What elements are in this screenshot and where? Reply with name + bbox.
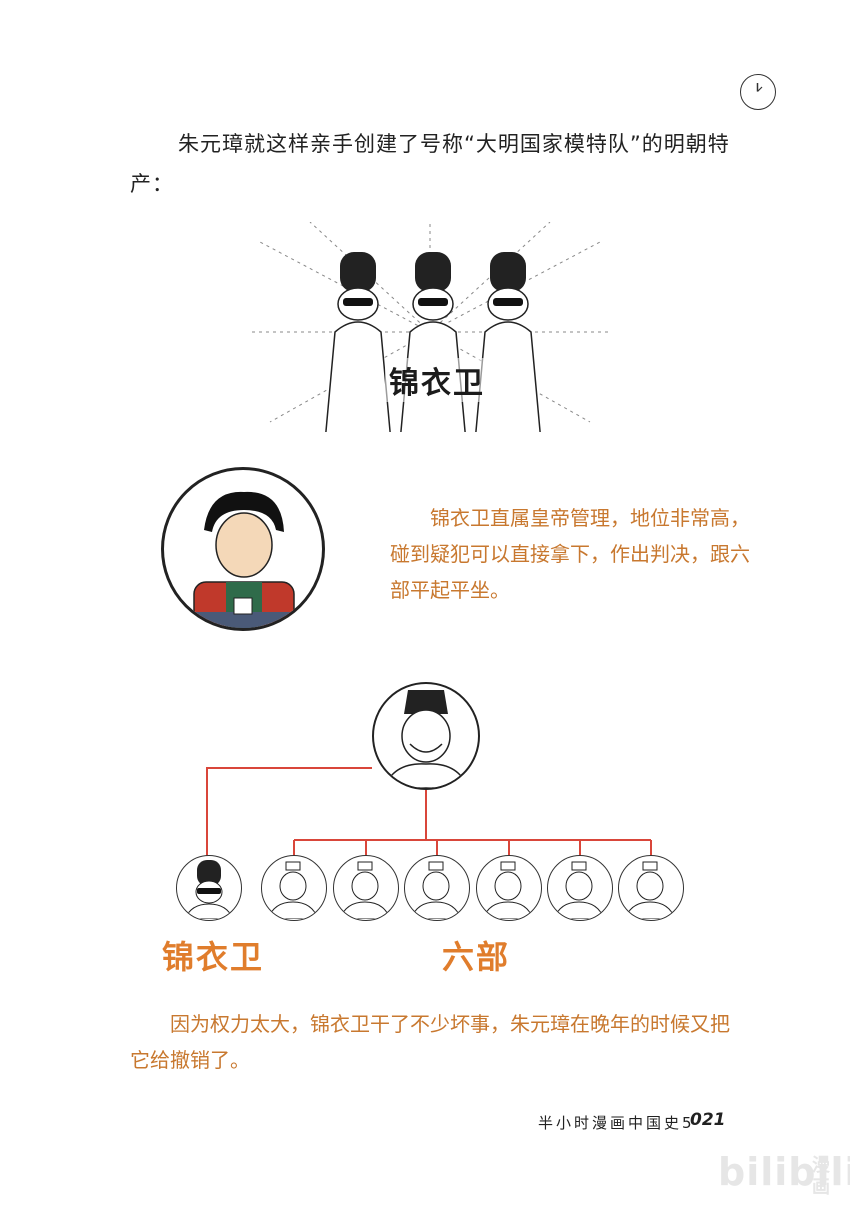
guard-node	[176, 855, 242, 921]
emperor-portrait	[372, 682, 480, 790]
clock-icon	[740, 74, 776, 110]
ministry-node	[476, 855, 542, 921]
ministry-node	[618, 855, 684, 921]
note-paragraph: 锦衣卫直属皇帝管理，地位非常高，碰到疑犯可以直接拿下，作出判决，跟六部平起平坐。	[390, 506, 750, 602]
ministry-node	[547, 855, 613, 921]
narrator-avatar	[161, 467, 325, 631]
guard-label: 锦衣卫	[162, 938, 265, 976]
illustration-label: 锦衣卫	[385, 358, 489, 402]
ministry-node	[261, 855, 327, 921]
book-title: 半小时漫画中国史5	[538, 1114, 695, 1132]
page-number: 021	[690, 1110, 726, 1130]
ministry-node	[333, 855, 399, 921]
closing-paragraph: 因为权力太大，锦衣卫干了不少坏事，朱元璋在晚年的时候又把它给撤销了。	[130, 1012, 730, 1072]
watermark-logo: bilibili	[718, 1150, 850, 1194]
intro-paragraph: 朱元璋就这样亲手创建了号称“大明国家模特队”的明朝特产：	[130, 132, 730, 196]
ministries-label: 六部	[442, 938, 511, 976]
ministry-node	[404, 855, 470, 921]
watermark-side: 漫画	[812, 1155, 830, 1198]
guards-illustration	[250, 221, 610, 443]
